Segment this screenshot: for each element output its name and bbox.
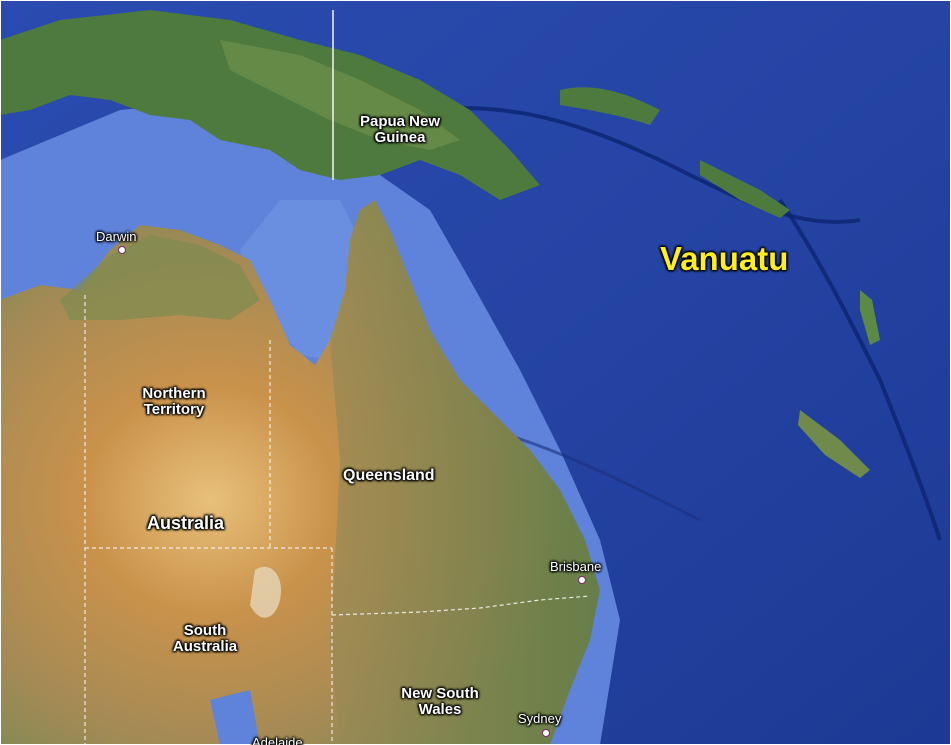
new-guinea: [0, 10, 540, 200]
trench-line: [429, 106, 861, 224]
vanuatu-label: Vanuatu: [660, 240, 789, 277]
gulf-st-vincent: [210, 690, 260, 745]
city-darwin-label: Darwin: [96, 229, 137, 244]
eastern-greenery: [330, 200, 600, 745]
png-label-text: Papua New Guinea: [359, 113, 441, 146]
new-britain: [560, 87, 660, 125]
south-australia-label: South Australia: [160, 623, 250, 655]
top-end-greenery: [60, 235, 260, 320]
nsw-label-text: New South Wales: [401, 685, 479, 718]
nsw-label: New South Wales: [385, 686, 495, 718]
vanuatu-islands: [860, 290, 880, 345]
city-darwin-marker[interactable]: [118, 246, 126, 254]
new-guinea-highlands: [220, 40, 460, 150]
lake-eyre: [250, 566, 281, 618]
south-australia-label-text: South Australia: [172, 622, 238, 655]
new-caledonia: [798, 410, 870, 478]
city-brisbane-marker[interactable]: [578, 576, 586, 584]
solomon-islands: [700, 160, 790, 218]
northern-territory-label-text: Northern Territory: [142, 385, 206, 418]
city-brisbane-label: Brisbane: [550, 559, 602, 574]
city-adelaide-label: Adelaide: [252, 735, 303, 745]
city-sydney-label: Sydney: [518, 711, 562, 726]
state-borders: [84, 295, 591, 745]
city-sydney-marker[interactable]: [542, 729, 550, 737]
northern-territory-label: Northern Territory: [130, 386, 218, 418]
queensland-label: Queensland: [343, 467, 435, 484]
trench-line: [778, 198, 942, 541]
australia-label: Australia: [147, 513, 225, 533]
png-label: Papua New Guinea: [340, 114, 460, 146]
